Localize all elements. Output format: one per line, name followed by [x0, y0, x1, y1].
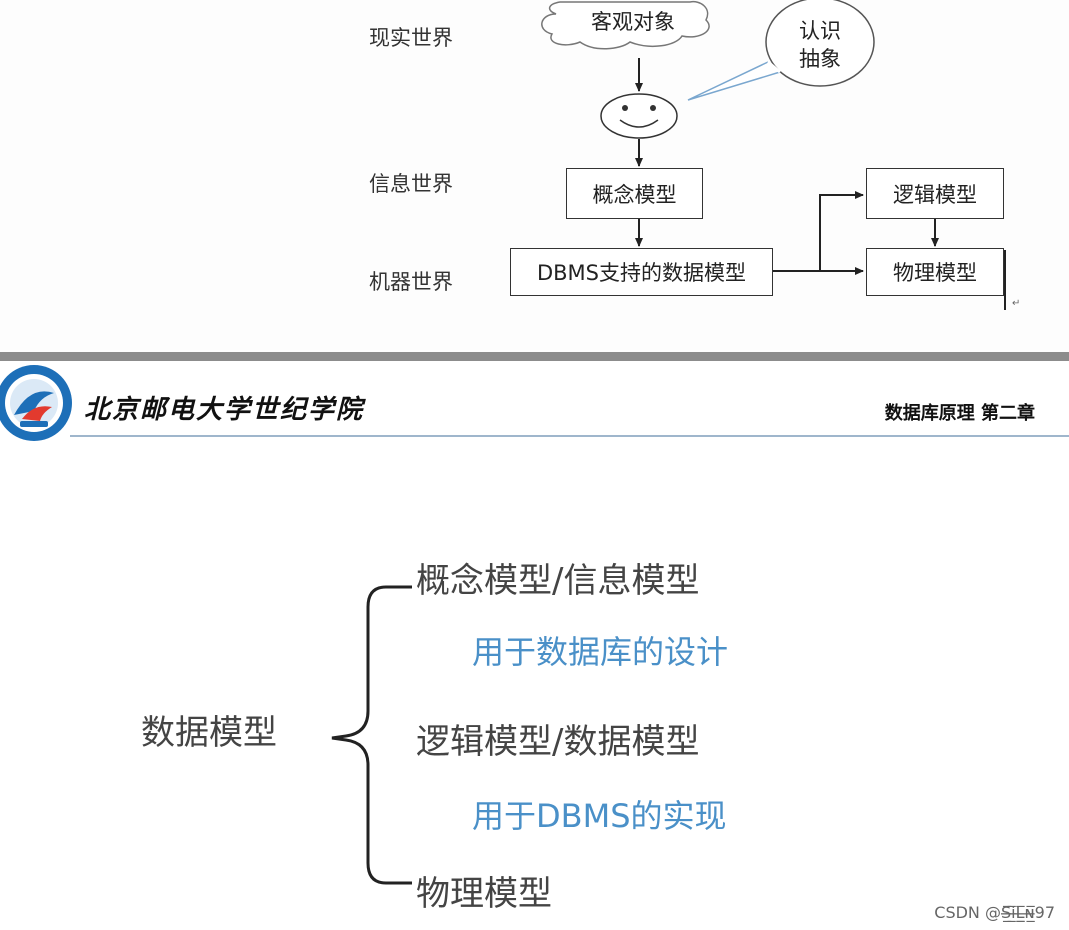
- school-name: 北京邮电大学世纪学院: [84, 395, 365, 425]
- diagram-graphics: 客观对象 认识 抽象: [541, 0, 939, 275]
- header-rule: [70, 435, 1069, 437]
- label-machine-world: 机器世界: [369, 270, 453, 294]
- root-data-model: 数据模型: [141, 713, 277, 753]
- label-real-world: 现实世界: [369, 26, 453, 50]
- branch-logical: 逻辑模型/数据模型: [416, 722, 700, 762]
- node-dbms-model: DBMS支持的数据模型: [510, 248, 773, 296]
- smiley-face-icon: [600, 93, 678, 139]
- cloud-label: 客观对象: [591, 10, 675, 34]
- slide-body: 数据模型 概念模型/信息模型 用于数据库的设计 逻辑模型/数据模型 用于DBMS…: [0, 441, 1069, 930]
- panel-divider: [0, 352, 1069, 361]
- node-physical-model: 物理模型: [866, 248, 1004, 296]
- bubble-label-2: 抽象: [799, 47, 841, 71]
- branch-logical-note: 用于DBMS的实现: [472, 797, 727, 835]
- slide-header: 北京邮电大学世纪学院 数据库原理 第二章: [0, 361, 1069, 441]
- bubble-label-1: 认识: [799, 19, 841, 43]
- concept-diagram-panel: 现实世界 信息世界 机器世界 客观对象 认识 抽象: [0, 0, 1069, 352]
- node-logical-model: 逻辑模型: [866, 168, 1004, 219]
- branch-physical: 物理模型: [416, 874, 552, 914]
- arrow-dbms-to-logical: [773, 191, 864, 272]
- university-logo-icon: [0, 365, 72, 441]
- course-title: 数据库原理 第二章: [884, 403, 1035, 424]
- thought-bubble: [687, 0, 875, 101]
- paragraph-mark: ↵: [1012, 298, 1021, 309]
- label-info-world: 信息世界: [369, 172, 453, 196]
- brace-graphic: [331, 585, 412, 885]
- cloud-shape: [541, 0, 710, 50]
- node-conceptual-model: 概念模型: [566, 168, 703, 219]
- csdn-watermark: CSDN @S̶̲̅i̶̲̅L̶̲̲̅ɴ̶̲̅97: [934, 903, 1055, 922]
- branch-conceptual: 概念模型/信息模型: [416, 561, 700, 601]
- branch-conceptual-note: 用于数据库的设计: [472, 633, 729, 671]
- text-cursor: [1004, 250, 1006, 310]
